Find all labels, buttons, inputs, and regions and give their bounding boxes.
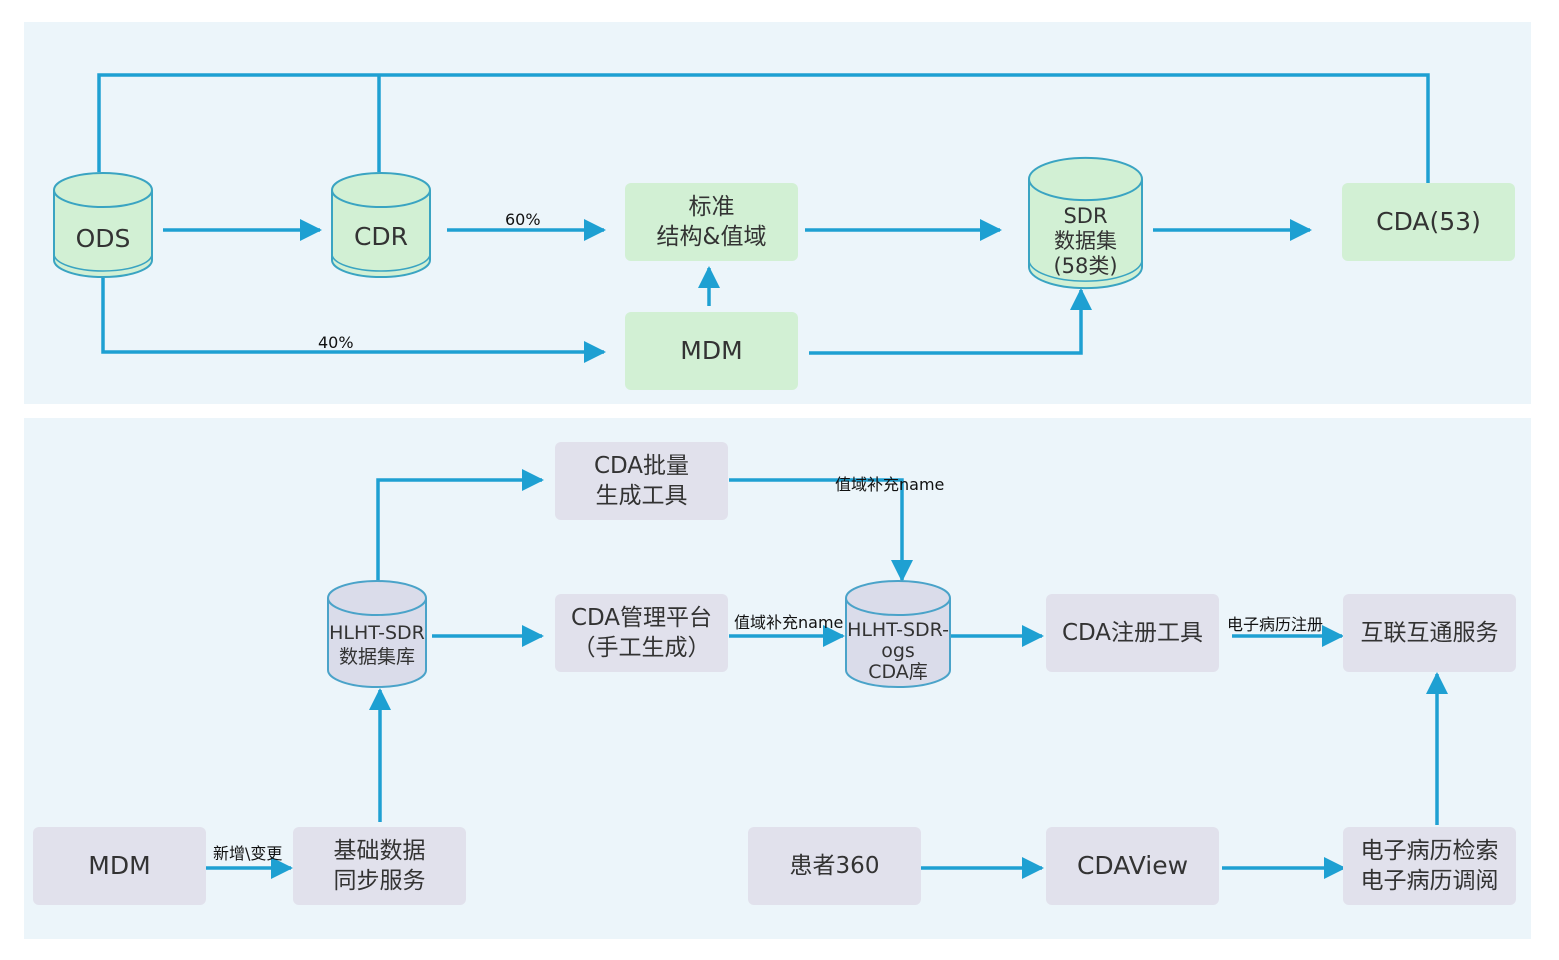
mgmt-line1: CDA管理平台 [570, 605, 713, 631]
patient360-label: 患者360 [789, 853, 880, 879]
hlht-sdr-ogs-cda-cylinder: HLHT-SDR- ogs CDA库 [845, 580, 951, 688]
arrow-batch-to-ogs [729, 478, 913, 582]
hlht-line1: HLHT-SDR [329, 622, 425, 644]
label-emr-register: 电子病历注册 [1227, 615, 1324, 634]
batch-line2: 生成工具 [595, 483, 688, 509]
base-data-sync-service-box: 基础数据 同步服务 [293, 827, 466, 905]
cda53-label: CDA(53) [1376, 207, 1481, 236]
sdr-cylinder-shape [1028, 156, 1143, 290]
top-loop-line [97, 73, 1430, 183]
mdm-bottom-box: MDM [33, 827, 206, 905]
hlht-line2: 数据集库 [338, 646, 415, 668]
hlht-sdr-cylinder-shape [327, 580, 427, 688]
cdr-label: CDR [353, 221, 409, 251]
arrow-ods-to-mdm [101, 278, 606, 363]
cda-batch-tool-box: CDA批量 生成工具 [555, 442, 728, 520]
emr-line2: 电子病历调阅 [1360, 868, 1499, 894]
ogs-line2: ogs [881, 639, 915, 662]
register-label: CDA注册工具 [1061, 620, 1204, 646]
cdr-cylinder: CDR [331, 172, 431, 278]
cdaview-box: CDAView [1046, 827, 1219, 905]
ods-cylinder: ODS [53, 172, 153, 278]
mgmt-line2: （手工生成） [572, 635, 711, 661]
sdr-line3: (58类) [1053, 253, 1118, 278]
label-40-percent: 40% [318, 333, 354, 352]
patient-360-box: 患者360 [748, 827, 921, 905]
ods-label: ODS [75, 223, 131, 253]
cdr-cylinder-shape [331, 172, 431, 278]
emr-search-view-box: 电子病历检索 电子病历调阅 [1343, 827, 1516, 905]
arrow-mdm-to-sdr [809, 288, 1092, 355]
emr-line1: 电子病历检索 [1360, 838, 1499, 864]
cdaview-label: CDAView [1076, 851, 1189, 880]
sync-line2: 同步服务 [333, 868, 426, 894]
sdr-dataset-cylinder: SDR 数据集 (58类) [1028, 156, 1143, 290]
arrow-hlht-to-batch [376, 469, 544, 582]
batch-line1: CDA批量 [593, 453, 690, 479]
hlht-sdr-cylinder: HLHT-SDR 数据集库 [327, 580, 427, 688]
label-new-change: 新增\变更 [213, 844, 283, 863]
sdr-line2: 数据集 [1054, 228, 1117, 253]
ods-cylinder-shape [53, 172, 153, 278]
cda53-box: CDA(53) [1342, 183, 1515, 261]
standard-line2: 结构&值域 [656, 224, 767, 250]
ogs-line1: HLHT-SDR- [847, 618, 949, 641]
cda-register-tool-box: CDA注册工具 [1046, 594, 1219, 672]
sdr-line1: SDR [1063, 203, 1108, 228]
interop-label: 互联互通服务 [1360, 620, 1499, 646]
label-domain-fill-name-2: 值域补充name [734, 613, 844, 632]
ogs-line3: CDA库 [868, 660, 928, 683]
standard-line1: 标准 [688, 194, 735, 220]
label-60-percent: 60% [505, 210, 541, 229]
mdm-bottom-label: MDM [88, 851, 151, 880]
sync-line1: 基础数据 [333, 838, 426, 864]
standard-structure-domain-box: 标准 结构&值域 [625, 183, 798, 261]
mdm-top-label: MDM [680, 336, 743, 365]
mdm-top-box: MDM [625, 312, 798, 390]
cda-management-platform-box: CDA管理平台 （手工生成） [555, 594, 728, 672]
interop-service-box: 互联互通服务 [1343, 594, 1516, 672]
label-domain-fill-name-1: 值域补充name [835, 475, 945, 494]
ogs-cylinder-shape [845, 580, 951, 688]
